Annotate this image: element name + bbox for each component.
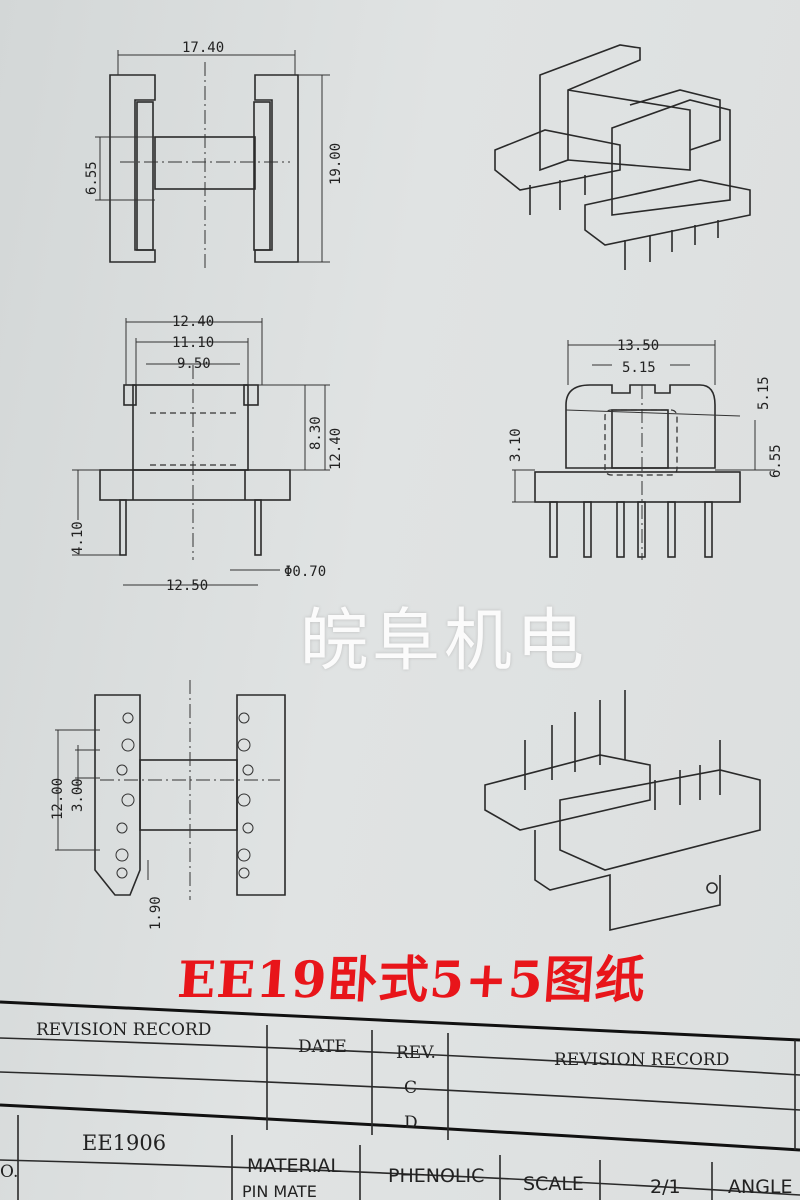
dim-base-height: 3.10	[508, 428, 524, 462]
dim-pin-pitch-bottom: 3.00	[70, 778, 86, 812]
material-label: MATERIAL	[247, 1155, 341, 1177]
rev-d: D	[404, 1113, 418, 1133]
dim-pin-diameter: Φ0.70	[284, 564, 326, 580]
part-number: EE1906	[82, 1131, 166, 1155]
scale-value: 2/1	[650, 1176, 681, 1198]
dim-slot-height: 5.15	[756, 376, 772, 410]
dim-pin-span: 12.00	[50, 778, 66, 820]
dim-outer-height: 12.40	[328, 428, 344, 470]
part-number-label: O.	[0, 1162, 18, 1182]
dim-top-outer: 12.40	[172, 314, 214, 330]
isometric-view-top	[494, 44, 751, 270]
drawing-title: EE19卧式5+5图纸	[175, 950, 649, 1009]
dim-width-front: 17.40	[182, 40, 224, 56]
pin-material-label: PIN MATE	[242, 1182, 317, 1200]
date-label: DATE	[298, 1037, 347, 1057]
rev-c: C	[404, 1078, 417, 1098]
dim-offset: 1.90	[148, 896, 164, 930]
dim-end-width: 13.50	[617, 338, 659, 354]
material-value: PHENOLIC	[388, 1165, 484, 1187]
front-view: 17.40 6.55 19.00	[84, 40, 344, 270]
revision-record-left-label: REVISION RECORD	[36, 1020, 211, 1040]
side-view-base	[99, 469, 291, 501]
dim-pin-pitch: 12.50	[166, 578, 208, 594]
dim-top-mid: 11.10	[172, 335, 214, 351]
scale-label: SCALE	[523, 1173, 584, 1195]
dim-inner-height: 8.30	[308, 416, 324, 450]
dim-height-front: 19.00	[328, 143, 344, 185]
dim-window-front: 6.55	[84, 161, 100, 195]
angle-label: ANGLE	[728, 1176, 793, 1198]
revision-record-right-label: REVISION RECORD	[554, 1050, 729, 1070]
dim-pin-length: 4.10	[70, 521, 86, 555]
end-view-base	[534, 471, 741, 503]
end-view-body	[565, 384, 716, 469]
front-view-right-flange	[254, 74, 299, 263]
side-view-body	[132, 384, 249, 471]
front-view-left-inner	[136, 101, 154, 251]
isometric-view-bottom	[484, 690, 761, 932]
bottom-view: 12.00 3.00 1.90	[50, 680, 286, 930]
dim-core-height: 6.55	[768, 444, 784, 478]
end-view: 13.50 5.15 5.15 6.55 3.10	[508, 338, 784, 560]
dim-slot-width: 5.15	[622, 360, 656, 376]
rev-label: REV.	[396, 1043, 436, 1063]
front-view-left-flange	[109, 74, 156, 263]
title-block: REVISION RECORD DATE REV. REVISION RECOR…	[0, 1000, 800, 1200]
front-view-right-inner	[253, 101, 271, 251]
side-view: 12.40 11.10 9.50 8.30 12.40 4.10 12.50 Φ…	[70, 314, 344, 594]
watermark-text: 皖阜机电	[300, 602, 589, 681]
dim-top-inner: 9.50	[177, 356, 211, 372]
